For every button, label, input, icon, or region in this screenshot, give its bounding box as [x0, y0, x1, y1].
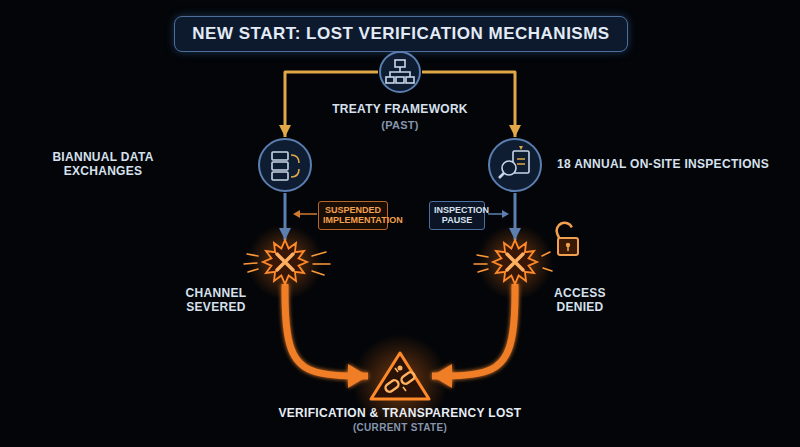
warning-triangle: VERIFICATION & TRANSPARENCY LOST(CURRENT… — [368, 350, 432, 402]
node-shape — [493, 240, 537, 284]
node-circle — [380, 52, 420, 92]
edge-group — [285, 193, 286, 240]
denied-burst: ACCESS DENIED — [493, 240, 537, 284]
diagram-title: NEW START: LOST VERIFICATION MECHANISMS — [175, 17, 626, 51]
connector — [284, 193, 287, 240]
severed-burst: CHANNEL SEVERED — [263, 240, 307, 284]
status-tag: SUSPENDED IMPLEMENTATION — [318, 201, 388, 230]
connector — [432, 284, 515, 376]
edge-group — [285, 284, 368, 376]
node-label: ACCESS DENIED — [539, 286, 621, 315]
node-label: VERIFICATION & TRANSPARENCY LOST — [218, 406, 582, 420]
inspection-circle: 18 ANNUAL ON-SITE INSPECTIONS — [487, 137, 543, 193]
node-label: BIANNUAL DATA EXCHANGES — [47, 150, 159, 179]
node-shape — [378, 50, 422, 94]
node-icon — [499, 146, 529, 178]
node-label: CHANNEL SEVERED — [175, 286, 257, 315]
burst-outline — [263, 240, 307, 284]
pointer-arrow — [488, 210, 509, 218]
edge-group — [432, 284, 515, 376]
warning-outline — [371, 353, 429, 399]
node-icon — [272, 152, 299, 180]
node-icon — [386, 60, 414, 83]
connector — [285, 284, 368, 376]
x-mark — [507, 254, 523, 270]
broken-chain-icon — [384, 366, 416, 394]
node-label: 18 ANNUAL ON-SITE INSPECTIONS — [557, 157, 785, 171]
data-exchange-circle: BIANNUAL DATA EXCHANGES — [257, 137, 313, 193]
node-label: TREATY FRAMEWORK — [288, 102, 512, 116]
node-shape — [487, 137, 543, 193]
status-tag: INSPECTION PAUSE — [429, 201, 485, 230]
padlock-icon — [554, 220, 578, 255]
edge-group — [515, 193, 516, 240]
x-mark — [277, 254, 293, 270]
node-circle — [489, 139, 541, 191]
connector — [514, 193, 517, 240]
framework-circle: TREATY FRAMEWORK(PAST) — [378, 50, 422, 94]
node-circle — [259, 139, 311, 191]
title-box: NEW START: LOST VERIFICATION MECHANISMS — [174, 16, 627, 52]
node-sublabel: (PAST) — [288, 119, 512, 132]
pointer-arrow — [293, 210, 317, 218]
node-sublabel: (CURRENT STATE) — [218, 422, 582, 434]
burst-outline — [493, 240, 537, 284]
node-shape — [263, 240, 307, 284]
node-shape — [257, 137, 313, 193]
node-shape — [368, 350, 432, 402]
